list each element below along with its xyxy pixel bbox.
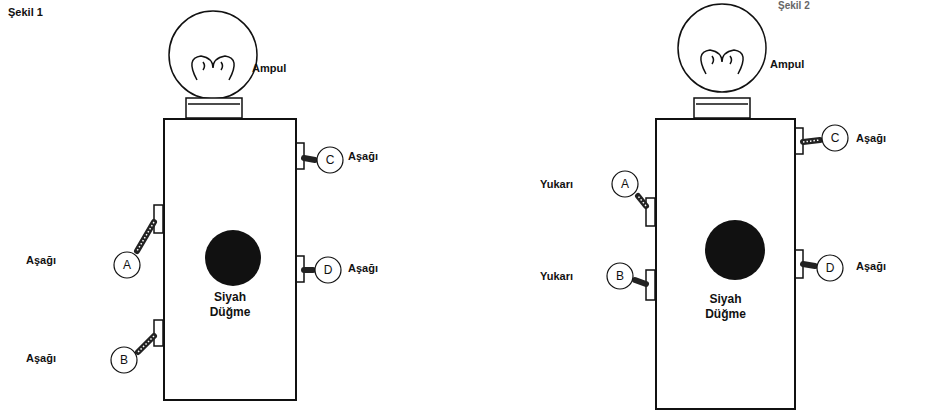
switch-letter: C xyxy=(326,153,335,167)
switch-base xyxy=(154,205,163,233)
state-label: Aşağı xyxy=(26,352,56,364)
filament xyxy=(203,62,223,70)
bulb xyxy=(678,4,766,92)
bulb-base xyxy=(188,103,240,105)
state-label: Şekil 1 xyxy=(8,6,43,18)
black-button xyxy=(205,230,261,286)
state-label: Ampul xyxy=(770,58,804,70)
state-label: Aşağı xyxy=(856,132,886,144)
switch-letter-circle: C xyxy=(821,124,849,152)
switch-letter: B xyxy=(616,269,624,283)
switch-base xyxy=(646,198,655,226)
switch-lever xyxy=(803,264,815,266)
switch-letter-circle: D xyxy=(314,256,342,284)
switch-letter-circle: A xyxy=(113,251,141,279)
bulb-base xyxy=(186,98,242,118)
switch-lever xyxy=(138,336,154,352)
switch-letter-circle: C xyxy=(316,146,344,174)
bulb-base xyxy=(696,103,748,105)
switch-letter-circle: D xyxy=(816,254,844,282)
filament xyxy=(192,56,234,80)
state-label: Aşağı xyxy=(856,260,886,272)
switch-lever xyxy=(803,140,820,142)
button-label: Siyah Düğme xyxy=(696,292,756,322)
state-label: Ampul xyxy=(252,62,286,74)
switch-letter: D xyxy=(826,261,835,275)
switch-box: Siyah Düğme xyxy=(655,118,796,410)
filament xyxy=(701,50,743,74)
bulb-base xyxy=(694,98,750,118)
state-label: Yukarı xyxy=(540,270,573,282)
switch-lever xyxy=(638,196,646,206)
switch-letter: B xyxy=(120,353,128,367)
switch-letter-circle: B xyxy=(110,346,138,374)
button-label: Siyah Düğme xyxy=(200,290,260,320)
switch-lever xyxy=(304,267,313,273)
switch-letter-circle: A xyxy=(611,170,639,198)
filament xyxy=(712,56,732,64)
switch-box: Siyah Düğme xyxy=(163,118,297,401)
state-label: Aşağı xyxy=(348,262,378,274)
black-button xyxy=(705,220,765,280)
state-label: Aşağı xyxy=(348,150,378,162)
switch-lever xyxy=(304,158,315,160)
state-label: Aşağı xyxy=(26,254,56,266)
switch-base xyxy=(154,320,163,346)
switch-letter: C xyxy=(831,131,840,145)
switch-letter: A xyxy=(621,177,629,191)
switch-lever xyxy=(137,222,154,251)
state-label: Yukarı xyxy=(540,178,573,190)
state-label: Şekil 2 xyxy=(778,0,810,11)
switch-letter: A xyxy=(123,258,131,272)
switch-letter-circle: B xyxy=(606,262,634,290)
bulb xyxy=(169,11,257,99)
switch-lever xyxy=(635,280,646,284)
switch-letter: D xyxy=(324,263,333,277)
